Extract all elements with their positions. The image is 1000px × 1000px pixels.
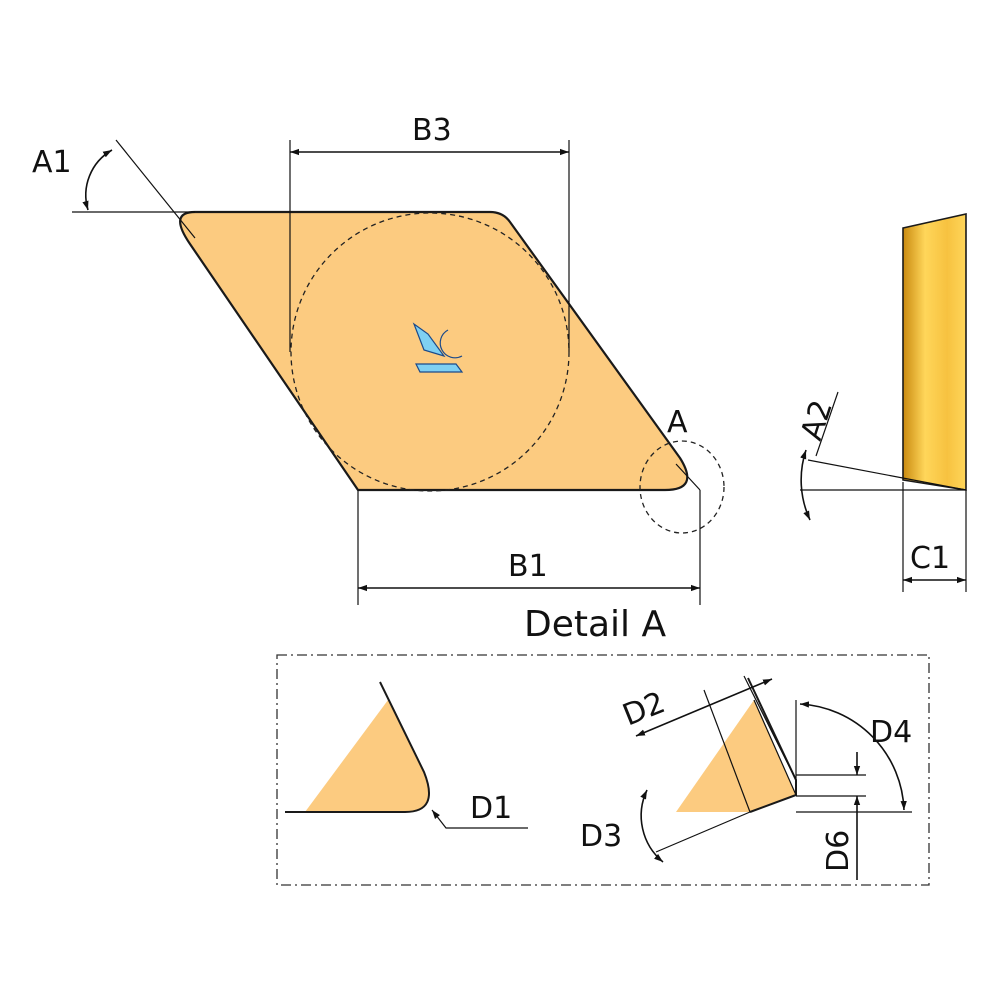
label-d4: D4	[870, 715, 912, 750]
a2-clearance-line	[807, 459, 967, 491]
d3-angle-arc	[640, 789, 664, 863]
label-d1: D1	[470, 791, 512, 826]
label-b1: B1	[508, 549, 548, 584]
a2-leader	[815, 391, 839, 457]
detail-chamfer-outline	[747, 677, 797, 813]
label-d3: D3	[580, 819, 622, 854]
detail-corner-radius-fill	[305, 700, 430, 812]
side-insert-body	[902, 213, 967, 491]
detail-a-section: Detail A D1 D2 D3 D4 D6	[276, 604, 930, 886]
label-a1: A1	[32, 145, 72, 180]
label-b3: B3	[412, 113, 452, 148]
d1-leader	[431, 809, 463, 829]
manufacturer-logo-icon	[412, 322, 464, 373]
detail-a-frame	[276, 654, 930, 886]
corner-projection-1	[675, 463, 701, 491]
label-c1: C1	[910, 541, 950, 576]
a1-angle-arc	[82, 149, 113, 211]
detail-chamfer-fill	[676, 700, 796, 812]
d4-angle-arc	[799, 701, 907, 811]
d2-dimension-line	[635, 678, 773, 737]
a2-angle-arc	[800, 449, 811, 521]
detail-a-circle	[639, 440, 725, 534]
label-d6: D6	[821, 830, 856, 872]
label-d2: D2	[618, 685, 670, 733]
main-insert-view: A1 B3 A B1	[32, 113, 725, 605]
detail-corner-radius-outline	[285, 681, 430, 813]
label-a2: A2	[794, 396, 840, 444]
detail-a-title: Detail A	[524, 604, 666, 645]
a1-extension-line	[115, 139, 196, 239]
d3-leg-line	[655, 811, 751, 853]
side-view: A2 C1	[794, 213, 967, 592]
label-a: A	[667, 405, 688, 440]
